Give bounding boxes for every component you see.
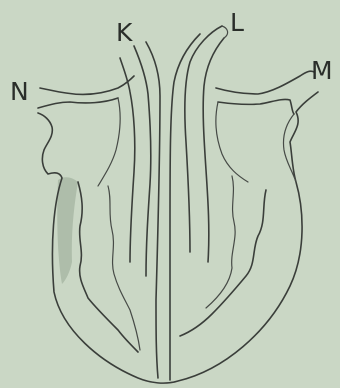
label-k: K xyxy=(116,18,133,47)
label-l: L xyxy=(230,8,244,37)
vessel-k-inner-wall xyxy=(134,46,151,276)
left-ventricle-inner-wall xyxy=(78,182,138,352)
left-atrium-wall xyxy=(98,98,120,186)
vessel-m-lower xyxy=(218,99,294,114)
vessel-k-left-wall xyxy=(120,58,135,262)
vessel-m-upper xyxy=(216,71,314,94)
right-ventricle-muscle xyxy=(206,176,235,308)
right-ventricle-inner-wall xyxy=(180,190,266,336)
vessel-l-tip xyxy=(222,26,228,38)
vessel-n-upper xyxy=(40,76,134,94)
left-wall-shading xyxy=(57,177,78,284)
label-m: M xyxy=(311,56,333,85)
label-n: N xyxy=(10,77,29,106)
right-atrium-wall xyxy=(216,102,248,182)
vessel-n-lower xyxy=(38,98,118,108)
vessel-l-outer xyxy=(185,26,222,252)
